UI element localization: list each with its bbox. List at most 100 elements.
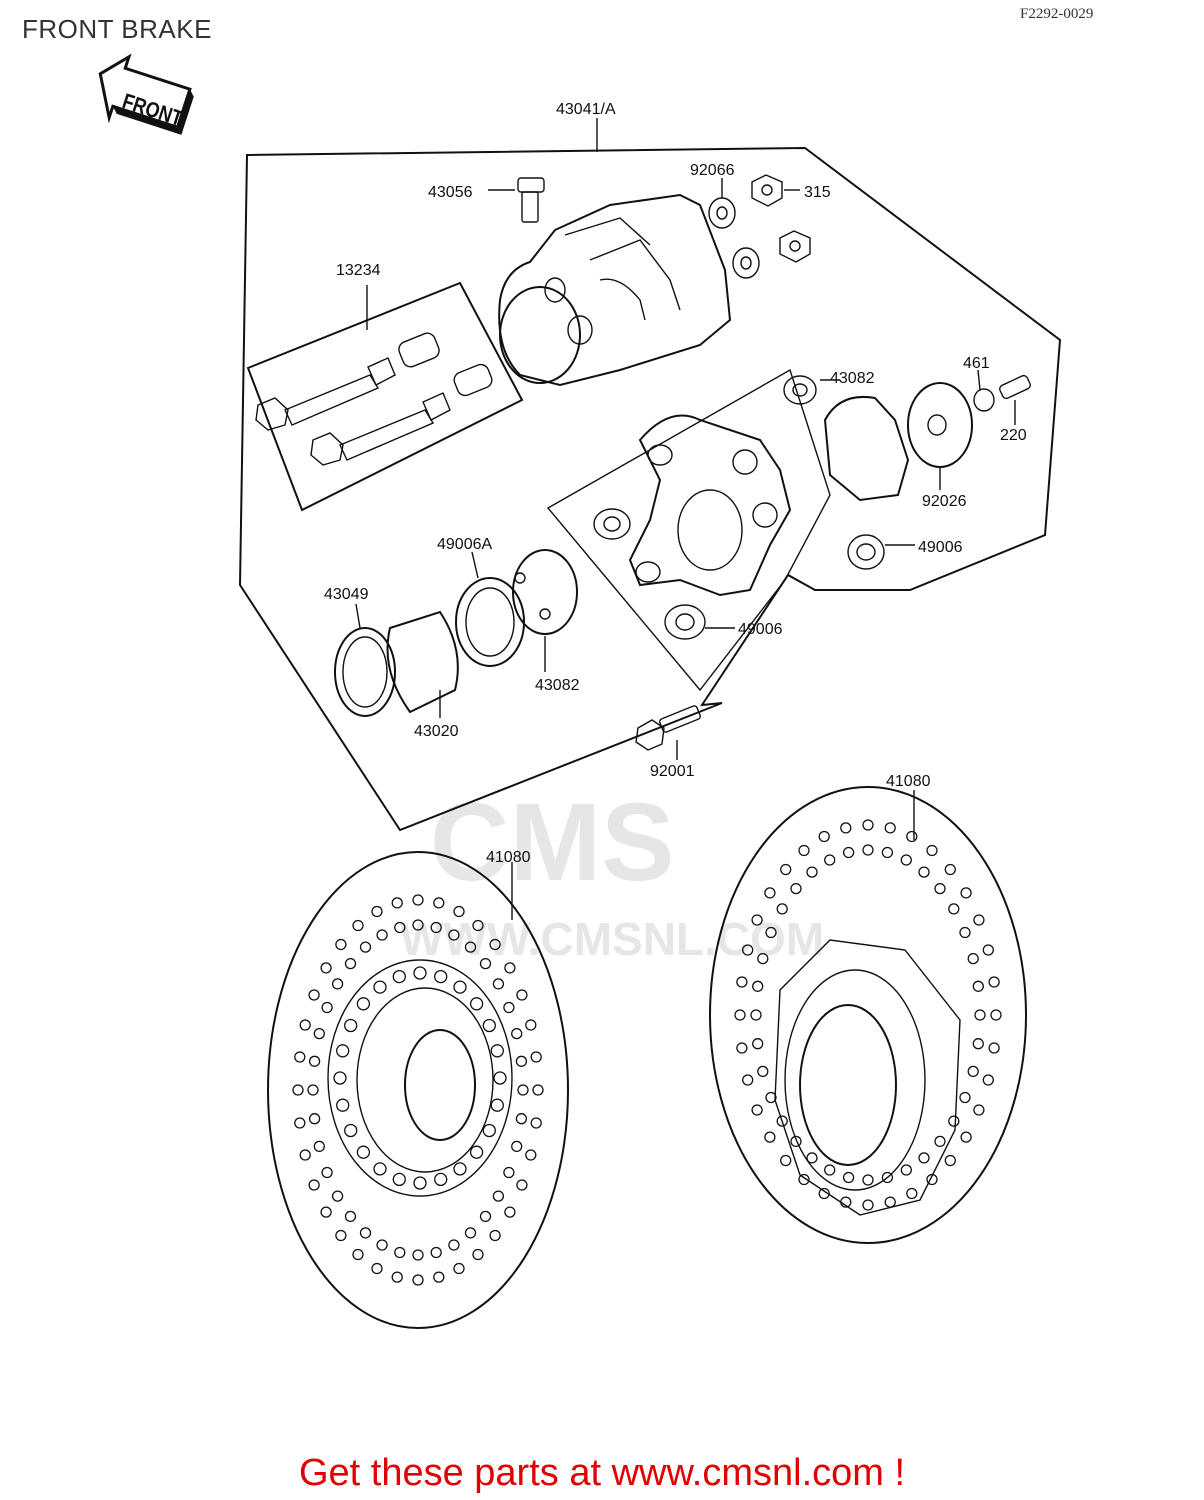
drill-hole	[433, 1271, 445, 1283]
drill-hole	[313, 1027, 325, 1040]
drill-hole	[525, 1019, 537, 1031]
drill-hole	[959, 926, 971, 939]
nut-315-upper	[751, 174, 783, 207]
drill-hole	[453, 905, 465, 918]
drill-hole	[321, 1001, 333, 1014]
drill-hole	[492, 1190, 505, 1202]
drill-hole	[308, 1055, 321, 1067]
drill-hole	[757, 1065, 769, 1078]
drill-hole	[790, 882, 802, 895]
drill-hole	[344, 957, 357, 970]
drill-hole	[373, 1162, 387, 1176]
drill-hole	[840, 1196, 852, 1208]
drill-hole	[371, 905, 383, 918]
drill-hole	[344, 1018, 358, 1033]
drill-hole	[862, 1199, 874, 1211]
drill-hole	[798, 1173, 810, 1186]
drill-hole	[824, 854, 836, 866]
drill-hole	[412, 919, 424, 931]
drill-hole	[944, 863, 956, 876]
drill-hole	[751, 1104, 763, 1116]
drill-hole	[516, 1179, 528, 1191]
part-label-220: 220	[1000, 427, 1027, 444]
drill-hole	[344, 1123, 358, 1138]
part-label-13234: 13234	[336, 262, 381, 279]
drill-hole	[806, 866, 818, 878]
drill-hole	[359, 1227, 372, 1239]
drill-hole	[736, 1042, 748, 1054]
washer-92066-upper	[708, 197, 736, 229]
drill-hole	[982, 944, 994, 956]
drill-hole	[934, 1135, 946, 1148]
drill-hole	[530, 1051, 542, 1063]
watermark-brand: CMS	[430, 781, 674, 904]
drill-hole	[884, 1196, 896, 1208]
drill-hole	[765, 926, 777, 939]
front-arrow-icon: FRONT	[98, 53, 194, 135]
part-label-49006A: 49006A	[437, 536, 492, 553]
drill-hole	[530, 1117, 542, 1129]
drill-hole	[900, 1164, 912, 1176]
drill-hole	[392, 969, 406, 984]
drill-hole	[394, 1246, 406, 1259]
drill-hole	[511, 1140, 523, 1153]
drill-hole	[918, 866, 930, 878]
dust-seal-43049	[334, 627, 396, 717]
drill-hole	[307, 1084, 319, 1096]
drill-hole	[967, 1065, 979, 1078]
drill-hole	[430, 1246, 442, 1259]
drill-hole	[472, 1248, 484, 1261]
drill-hole	[359, 941, 372, 953]
inner-pad-43082	[512, 549, 578, 635]
drill-hole	[918, 1152, 930, 1164]
drill-hole	[433, 897, 445, 909]
drill-hole	[504, 962, 516, 974]
drill-hole	[469, 997, 484, 1011]
drill-hole	[532, 1084, 544, 1096]
drill-hole	[511, 1027, 523, 1040]
drill-hole	[959, 1091, 971, 1104]
part-label-49006-lower: 49006	[738, 621, 783, 638]
drill-hole	[515, 1113, 528, 1125]
drill-hole	[973, 914, 985, 926]
drill-hole	[960, 1131, 972, 1143]
drill-hole	[742, 1074, 754, 1086]
footer-link[interactable]: Get these parts at www.cmsnl.com !	[298, 1452, 906, 1494]
part-label-315: 315	[804, 184, 831, 201]
drill-hole	[990, 1009, 1002, 1021]
part-label-92001: 92001	[650, 763, 695, 780]
mounting-bracket	[628, 414, 792, 597]
exploded-parts-diagram: CMS WWW.CMSNL.COM FRONT	[98, 53, 1062, 1329]
drill-hole	[765, 1091, 777, 1104]
drill-hole	[320, 962, 332, 974]
drill-hole	[479, 1210, 492, 1223]
drill-hole	[742, 944, 754, 956]
drill-hole	[472, 919, 484, 932]
drill-hole	[352, 919, 364, 932]
drill-hole	[434, 969, 448, 984]
drill-hole	[926, 844, 938, 857]
drill-hole	[906, 830, 918, 843]
slide-pins	[255, 285, 493, 466]
bleed-valve	[517, 177, 545, 223]
drill-hole	[988, 976, 1000, 988]
drill-hole	[479, 957, 492, 970]
drill-hole	[299, 1019, 311, 1031]
drill-hole	[412, 894, 424, 906]
drill-hole	[517, 1084, 529, 1096]
drill-hole	[840, 822, 852, 834]
part-labels: 43041/A 43056 92066 315 13234 43082 461 …	[324, 101, 1027, 866]
pad-shim	[907, 382, 973, 468]
drill-hole	[516, 989, 528, 1001]
part-label-43049: 43049	[324, 586, 369, 603]
washer-92066-lower	[732, 247, 760, 279]
caliper-body	[498, 193, 732, 387]
drill-hole	[944, 1154, 956, 1167]
drill-hole	[448, 929, 460, 941]
drill-hole	[884, 822, 896, 834]
drill-hole	[988, 1042, 1000, 1054]
part-label-43082-upper: 43082	[830, 370, 875, 387]
drill-hole	[972, 980, 984, 992]
part-label-49006-right: 49006	[918, 539, 963, 556]
drill-hole	[392, 1172, 406, 1187]
